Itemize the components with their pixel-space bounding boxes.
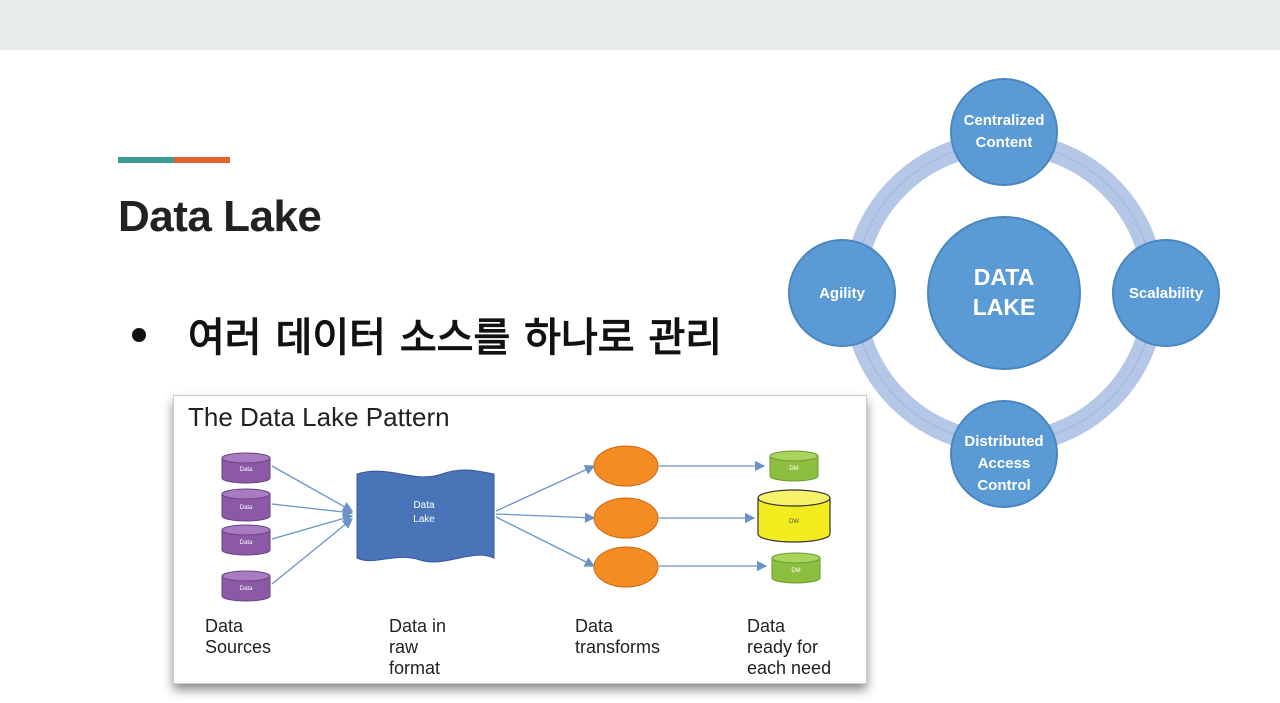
source-cylinder: Data	[221, 452, 271, 484]
transform-ellipse	[593, 497, 659, 539]
lake-label-line2: Lake	[413, 514, 435, 525]
center-node: DATA LAKE	[927, 216, 1081, 370]
label-line: each need	[747, 658, 832, 678]
source-to-lake-arrows	[271, 465, 354, 585]
stage-label-transforms: Data transforms	[575, 616, 660, 658]
accent-orange-segment	[174, 157, 230, 163]
bullet-dot	[132, 328, 146, 342]
stage-label-sources: Data Sources	[205, 616, 271, 658]
node-label-line1: Centralized	[964, 112, 1045, 129]
label-line: format	[389, 658, 441, 678]
warehouse-label: DW	[789, 519, 799, 525]
source-cylinder: Data	[221, 524, 271, 556]
mart-label: DM	[791, 568, 800, 574]
label-line: ready for	[747, 637, 819, 657]
label-line: Data	[205, 616, 244, 636]
title-accent-line	[118, 157, 230, 163]
arrow	[271, 465, 354, 512]
label-line: raw	[389, 637, 419, 657]
pattern-title: The Data Lake Pattern	[188, 402, 450, 432]
lake-label-line1: Data	[413, 500, 435, 511]
data-lake-shape: Data Lake	[356, 469, 495, 563]
label-line: Data in	[389, 616, 447, 636]
node-scalability: Scalability	[1112, 239, 1220, 347]
arrow	[495, 512, 596, 523]
source-label: Data	[240, 505, 253, 511]
node-label-line3: Control	[977, 477, 1030, 494]
transform-ellipse	[593, 445, 659, 487]
mart-label: DM	[789, 466, 798, 472]
top-bar	[0, 0, 1280, 50]
bullet-text: 여러 데이터 소스를 하나로 관리	[188, 315, 723, 361]
data-mart-cylinder: DM	[769, 450, 819, 482]
arrow	[495, 516, 596, 567]
source-label: Data	[240, 586, 253, 592]
data-lake-pattern-figure: The Data Lake Pattern	[173, 395, 867, 684]
transform-ellipse	[593, 546, 659, 588]
source-cylinder: Data	[221, 570, 271, 602]
label-line: Sources	[205, 637, 272, 657]
center-label-line1: DATA	[974, 264, 1034, 290]
slide-title: Data Lake	[118, 192, 322, 241]
accent-teal-segment	[118, 157, 174, 163]
label-line: transforms	[575, 637, 661, 657]
data-mart-cylinder: DM	[771, 552, 821, 584]
source-label: Data	[240, 540, 253, 546]
node-label-line1: Distributed	[964, 433, 1043, 450]
stage-label-ready: Data ready for each need	[747, 616, 831, 679]
stage-label-raw: Data in raw format	[389, 616, 446, 679]
arrow	[271, 503, 354, 518]
node-label: Agility	[819, 285, 865, 302]
source-cylinder: Data	[221, 488, 271, 522]
node-centralized-content: Centralized Content	[950, 78, 1058, 186]
lake-to-transform-arrows	[495, 465, 596, 567]
node-distributed-access-control: Distributed Access Control	[950, 400, 1058, 508]
data-lake-cycle-diagram: DATA LAKE Centralized Content Scalabilit…	[788, 78, 1220, 508]
node-label: Scalability	[1129, 285, 1204, 302]
source-label: Data	[240, 467, 253, 473]
data-warehouse-cylinder: DW	[757, 489, 831, 543]
node-agility: Agility	[788, 239, 896, 347]
label-line: Data	[575, 616, 614, 636]
center-label-line2: LAKE	[973, 294, 1036, 320]
node-label-line2: Access	[978, 455, 1031, 472]
transform-to-mart-arrows	[659, 460, 768, 572]
label-line: Data	[747, 616, 786, 636]
arrow	[271, 513, 354, 540]
node-label-line2: Content	[976, 134, 1033, 151]
arrow	[495, 465, 596, 512]
pattern-diagram-svg: Data Data Data Data Data Lake	[221, 445, 831, 602]
arrow	[271, 518, 354, 585]
